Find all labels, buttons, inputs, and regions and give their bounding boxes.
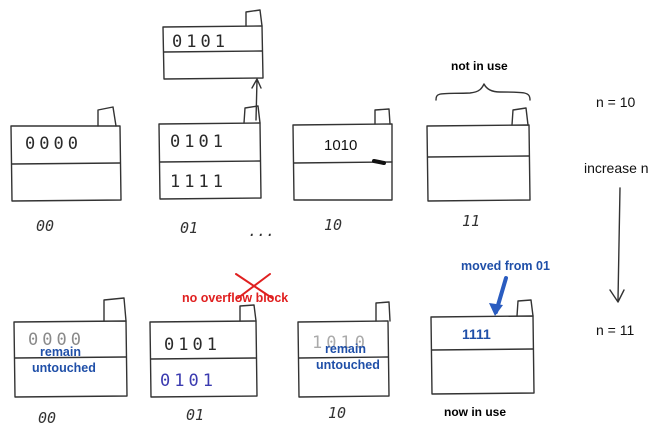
bottom-bucket-10-note-1: remain [325,342,366,356]
bottom-index-01: 01 [186,406,204,424]
top-bucket-01-slot1: 0101 [170,132,227,152]
moved-from-label: moved from 01 [461,259,550,273]
top-bucket-00: 0000 [10,106,122,202]
bottom-bucket-11-slot1: 1111 [462,326,491,342]
top-bucket-00-slot1: 0000 [25,134,82,154]
overflow-block: 0101 [162,9,264,80]
top-bucket-01: 0101 1111 [158,105,262,200]
bottom-bucket-10-note-2: untouched [316,358,380,372]
ellipsis: ... [248,222,275,240]
bottom-bucket-00-slot1: 0000 [28,330,85,350]
bottom-bucket-01: 0101 0101 [149,304,258,398]
top-bucket-10: 1010 [292,108,393,201]
no-overflow-label: no overflow block [182,291,288,305]
bottom-bucket-01-slot1: 0101 [164,335,221,355]
bottom-bucket-00-note-1: remain [40,345,81,359]
bottom-bucket-01-slot2: 0101 [160,371,217,391]
bottom-bucket-10-slot1: 1010 [312,333,369,353]
bottom-bucket-00-note-2: untouched [32,361,96,375]
increase-arrow [609,187,625,303]
top-index-11: 11 [462,212,480,230]
overflow-block-bits: 0101 [172,32,229,52]
not-in-use-label: not in use [451,59,508,73]
brace [435,83,531,101]
bottom-bucket-00: 0000 remain untouched [13,297,128,398]
bottom-index-00: 00 [38,409,56,427]
n-after: n = 11 [596,322,634,338]
increase-n: increase n [584,160,649,176]
removed-overflow-x-icon [235,273,273,299]
bottom-bucket-11: 1111 [430,299,535,395]
overflow-arrow [251,78,262,121]
bottom-index-10: 10 [328,404,346,422]
moved-arrow-head [489,303,503,316]
n-before: n = 10 [596,94,636,110]
top-index-00: 00 [36,217,54,235]
top-bucket-01-slot2: 1111 [170,172,227,192]
now-in-use-label: now in use [444,405,506,419]
top-bucket-10-slot1: 1010 [324,137,357,154]
top-index-10: 10 [324,216,342,234]
bottom-bucket-10: 1010 remain untouched [297,301,391,398]
top-index-01: 01 [180,219,198,237]
top-bucket-11: not in use [426,59,531,202]
